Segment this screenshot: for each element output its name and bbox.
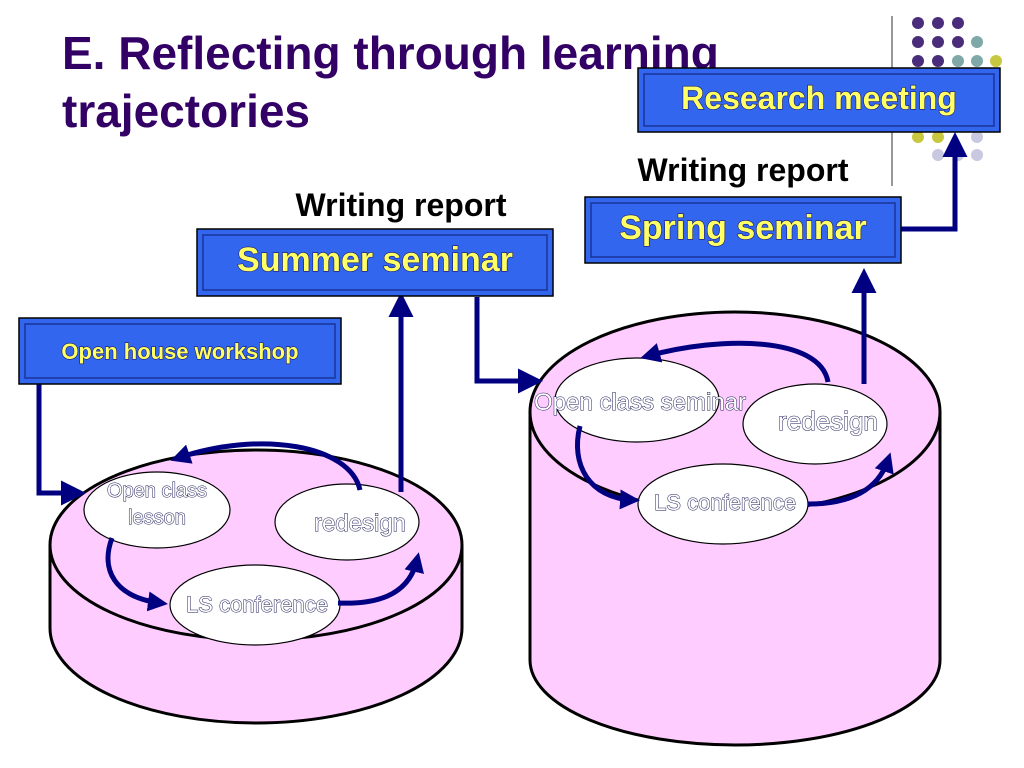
left-arrow-ls-to-redesign bbox=[337, 552, 425, 606]
writing-report-right: Writing report bbox=[638, 152, 849, 188]
left-redesign-label: redesign bbox=[314, 510, 406, 537]
research-meeting-label: Research meeting bbox=[681, 80, 957, 116]
right-open-class-node bbox=[554, 357, 720, 443]
slide-title: E. Reflecting through learning trajector… bbox=[62, 27, 719, 137]
right-arrow-ls-to-redesign bbox=[807, 452, 894, 507]
writing-report-left: Writing report bbox=[296, 187, 507, 223]
open-house-label: Open house workshop bbox=[61, 339, 298, 364]
left-arrow-open-to-ls bbox=[105, 537, 168, 612]
right-redesign-label: redesign bbox=[778, 406, 878, 436]
arrow-openhouse-to-cycle bbox=[36, 384, 86, 506]
research-meeting-box bbox=[637, 67, 1001, 133]
left-ls-conference-label: LS conference bbox=[186, 592, 328, 617]
spring-seminar-box bbox=[584, 196, 902, 264]
left-open-class-label-line1: Open class bbox=[107, 480, 207, 502]
summer-seminar-label: Summer seminar bbox=[237, 241, 513, 279]
left-redesign-node bbox=[274, 483, 420, 561]
right-open-class-label: Open class seminar bbox=[534, 389, 746, 416]
arrow-spring-to-research bbox=[900, 132, 968, 232]
right-redesign-node bbox=[742, 383, 888, 465]
decorative-dots bbox=[912, 17, 1002, 161]
open-house-box bbox=[18, 317, 342, 385]
spring-seminar-label: Spring seminar bbox=[619, 209, 867, 247]
right-ls-conference-label: LS conference bbox=[654, 490, 796, 515]
left-open-class-node bbox=[83, 471, 231, 549]
left-open-class-label-line2: lesson bbox=[128, 507, 186, 529]
arrow-summer-to-right-cycle bbox=[474, 297, 543, 394]
right-arrow-redesign-to-open bbox=[640, 340, 831, 383]
right-arrow-open-to-ls bbox=[574, 425, 640, 510]
summer-seminar-box bbox=[196, 228, 554, 297]
left-arrow-redesign-to-open bbox=[170, 441, 363, 491]
